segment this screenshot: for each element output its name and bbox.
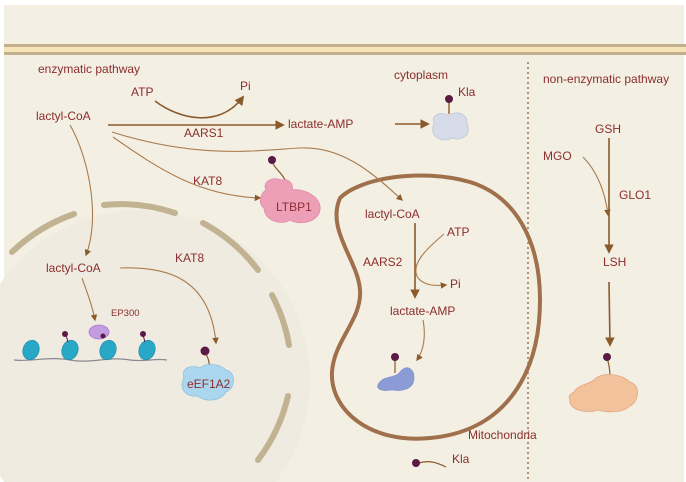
cytoplasm-protein bbox=[432, 95, 469, 141]
ep300-label: EP300 bbox=[111, 308, 140, 319]
lsh-to-protein-arrow bbox=[605, 281, 615, 347]
kla-dot bbox=[445, 95, 453, 103]
pi-label: Pi bbox=[240, 79, 251, 93]
atp-to-pi-arrow bbox=[154, 95, 245, 119]
aars1-label: AARS1 bbox=[184, 126, 224, 140]
ltbp1-label: LTBP1 bbox=[276, 200, 312, 214]
nuclear-envelope bbox=[9, 201, 292, 463]
kla-label-free: Kla bbox=[452, 452, 470, 466]
kla-dot bbox=[62, 331, 68, 337]
lsh-label: LSH bbox=[603, 255, 626, 269]
non-enzymatic-protein bbox=[568, 353, 638, 413]
kla-dot bbox=[200, 346, 210, 356]
pi-mitochondria-label: Pi bbox=[450, 277, 461, 291]
kat8-cytoplasm-label: KAT8 bbox=[193, 174, 222, 188]
kla-dot bbox=[603, 353, 611, 361]
aars2-label: AARS2 bbox=[363, 255, 403, 269]
eef1a2-protein: eEF1A2 bbox=[181, 346, 234, 401]
nucleosome bbox=[138, 339, 156, 361]
nucleosome bbox=[99, 339, 117, 361]
free-kla bbox=[412, 459, 447, 468]
mitochondria-protein bbox=[377, 353, 415, 391]
lactate-amp-cytoplasm: lactate-AMP bbox=[288, 117, 353, 131]
nucleosome bbox=[22, 339, 40, 361]
eef1a2-label: eEF1A2 bbox=[187, 377, 231, 391]
kat8-ltbp1-arrow bbox=[112, 136, 262, 202]
nucleosome-group bbox=[22, 339, 156, 361]
glo1-label: GLO1 bbox=[619, 188, 651, 202]
lactyl-coa-cytoplasm: lactyl-CoA bbox=[36, 109, 91, 123]
chromatin bbox=[13, 324, 168, 362]
ltbp1-protein: LTBP1 bbox=[260, 156, 321, 224]
nucleosome bbox=[61, 339, 79, 361]
lactyl-coa-mitochondria: lactyl-CoA bbox=[365, 207, 420, 221]
mgo-to-lsh-arrow bbox=[582, 156, 611, 217]
lactyl-coa-to-mitochondria-arrow bbox=[111, 131, 403, 201]
kla-dot bbox=[140, 331, 146, 337]
atp-label: ATP bbox=[131, 85, 153, 99]
atp-mitochondria-label: ATP bbox=[447, 225, 469, 239]
cytoplasm-label: cytoplasm bbox=[394, 68, 448, 82]
lactyl-coa-to-nucleus-arrow bbox=[69, 124, 94, 257]
ep300-enzyme bbox=[88, 324, 110, 340]
lactate-amp-to-mito-protein-arrow bbox=[416, 319, 425, 362]
gsh-label: GSH bbox=[595, 122, 621, 136]
lactyl-coa-nucleus: lactyl-CoA bbox=[46, 261, 101, 275]
kla-dot bbox=[412, 459, 420, 467]
lactyl-coa-to-ep300-arrow bbox=[81, 277, 98, 322]
mitochondria-label: Mitochondria bbox=[468, 428, 537, 442]
mitochondria-membrane bbox=[329, 173, 543, 441]
mgo-label: MGO bbox=[543, 149, 572, 163]
kla-dot bbox=[391, 353, 399, 361]
kat8-eef1a2-arrow bbox=[119, 267, 219, 345]
non-enzymatic-pathway-label: non-enzymatic pathway bbox=[543, 72, 669, 86]
kla-label-cytoplasm: Kla bbox=[458, 85, 476, 99]
cell-membrane bbox=[4, 44, 686, 55]
kla-dot bbox=[268, 156, 276, 164]
kat8-nucleus-label: KAT8 bbox=[175, 251, 204, 265]
lactate-amp-mitochondria: lactate-AMP bbox=[390, 304, 455, 318]
atp-to-pi-mitochondria-arrow bbox=[415, 233, 448, 289]
enzymatic-pathway-label: enzymatic pathway bbox=[38, 62, 140, 76]
